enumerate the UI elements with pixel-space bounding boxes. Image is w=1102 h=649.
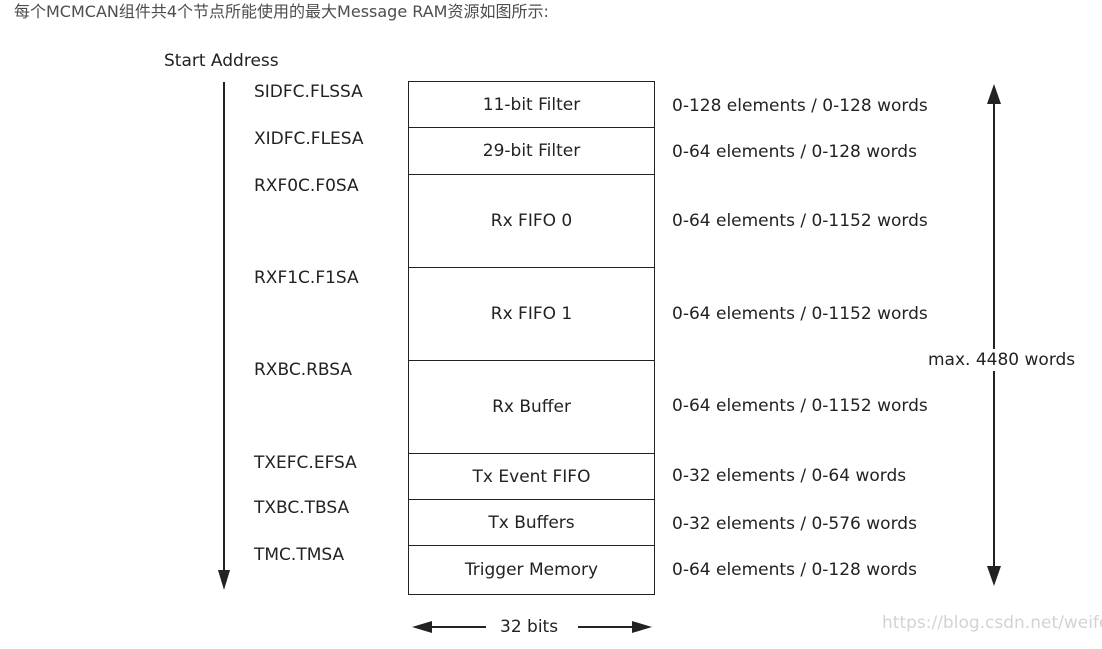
memory-block: Trigger Memory xyxy=(408,545,655,595)
start-address-label: Start Address xyxy=(164,51,279,71)
max-arrow-bottom-head xyxy=(987,566,1001,586)
block-description: 0-32 elements / 0-576 words xyxy=(672,514,917,534)
max-size-label: max. 4480 words xyxy=(926,349,1078,371)
watermark: https://blog.csdn.net/weife xyxy=(882,613,1102,633)
block-description: 0-64 elements / 0-128 words xyxy=(672,142,917,162)
address-label: TXEFC.EFSA xyxy=(254,453,357,473)
max-arrow-top-head xyxy=(987,84,1001,104)
block-description: 0-64 elements / 0-1152 words xyxy=(672,396,928,416)
address-label: RXBC.RBSA xyxy=(254,360,353,380)
block-description: 0-64 elements / 0-1152 words xyxy=(672,211,928,231)
block-description: 0-64 elements / 0-128 words xyxy=(672,560,917,580)
memory-block: 29-bit Filter xyxy=(408,127,655,175)
width-label: 32 bits xyxy=(500,617,559,637)
memory-block: Rx FIFO 1 xyxy=(408,267,655,361)
address-label: TMC.TMSA xyxy=(254,545,345,565)
address-label: RXF0C.F0SA xyxy=(254,176,359,196)
address-label: TXBC.TBSA xyxy=(254,498,350,518)
memory-block: Rx Buffer xyxy=(408,360,655,454)
block-description: 0-128 elements / 0-128 words xyxy=(672,96,928,116)
address-label: XIDFC.FLESA xyxy=(254,129,364,149)
memory-block: Tx Event FIFO xyxy=(408,453,655,500)
width-arrow-right-head xyxy=(632,621,652,633)
intro-text: 每个MCMCAN组件共4个节点所能使用的最大Message RAM资源如图所示: xyxy=(14,2,549,21)
address-axis-arrowhead xyxy=(218,570,230,590)
block-description: 0-32 elements / 0-64 words xyxy=(672,466,907,486)
address-label: RXF1C.F1SA xyxy=(254,268,359,288)
memory-block: 11-bit Filter xyxy=(408,81,655,128)
block-description: 0-64 elements / 0-1152 words xyxy=(672,304,928,324)
memory-block: Rx FIFO 0 xyxy=(408,174,655,268)
width-arrow-left-head xyxy=(412,621,432,633)
address-label: SIDFC.FLSSA xyxy=(254,82,363,102)
memory-block: Tx Buffers xyxy=(408,499,655,546)
